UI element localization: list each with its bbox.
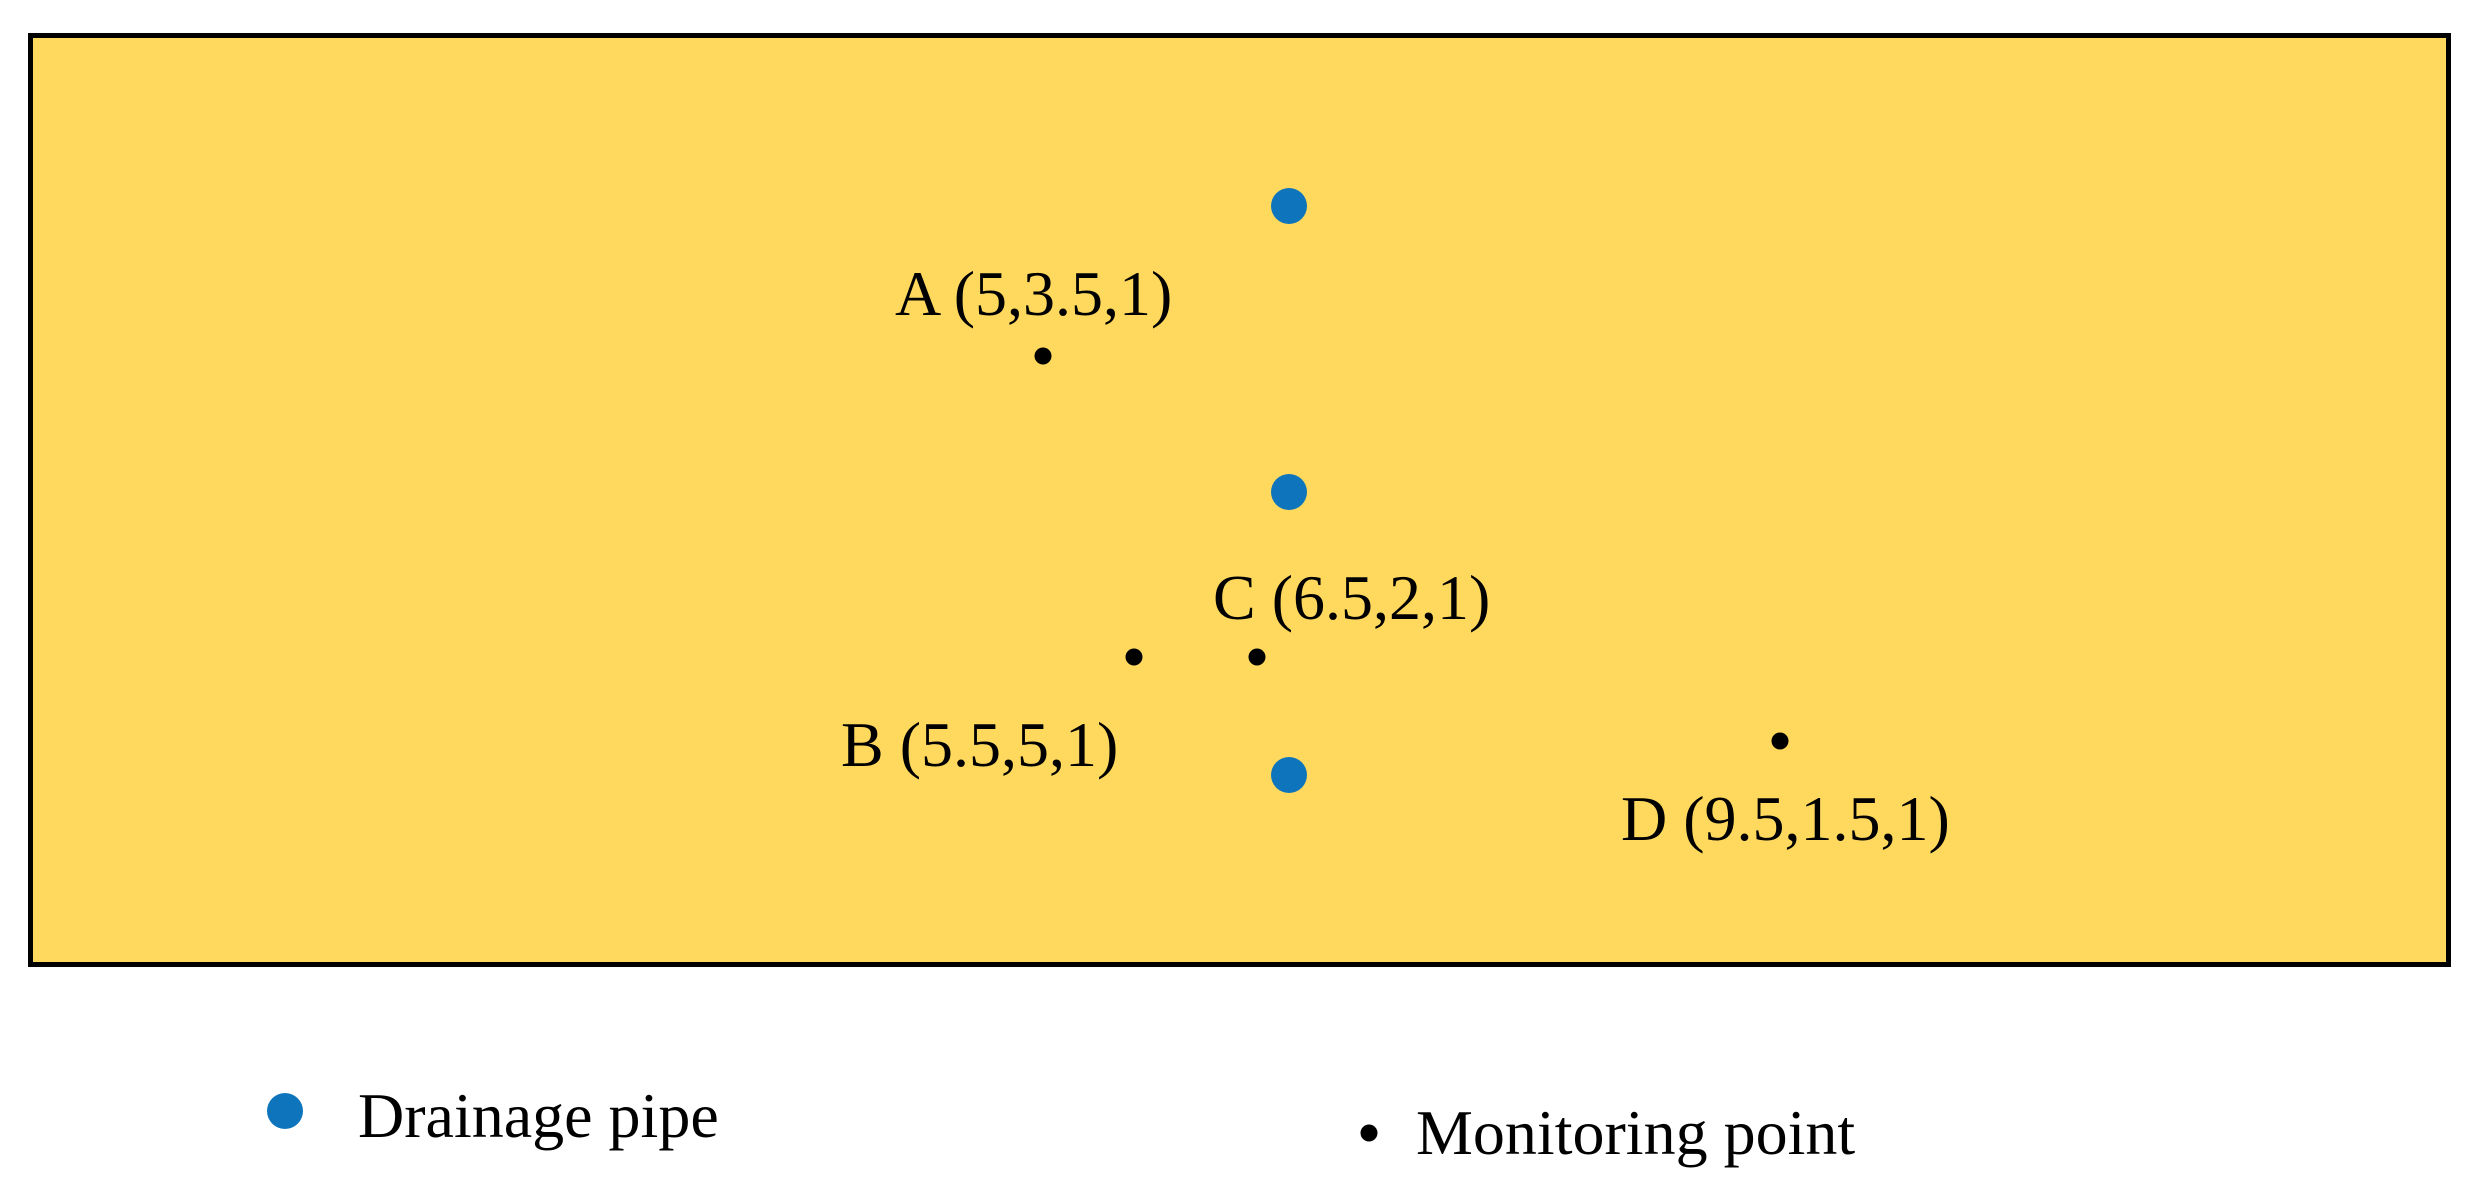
monitoring-point-b-label: B (5.5,5,1) bbox=[841, 709, 1119, 780]
monitoring-point-d-label: D (9.5,1.5,1) bbox=[1621, 783, 1950, 854]
monitoring-point-a-label: A (5,3.5,1) bbox=[895, 258, 1173, 329]
monitoring-point-c bbox=[1248, 648, 1266, 666]
legend-drainage-pipe-label: Drainage pipe bbox=[358, 1080, 719, 1151]
legend-monitoring-point-label: Monitoring point bbox=[1416, 1097, 1856, 1168]
legend-monitoring-point-symbol bbox=[1360, 1124, 1378, 1142]
monitoring-point-a bbox=[1034, 347, 1052, 365]
drainage-pipe-bottom bbox=[1271, 757, 1307, 793]
drainage-pipe-top bbox=[1271, 188, 1307, 224]
monitoring-point-b bbox=[1125, 648, 1143, 666]
soil-domain: A (5,3.5,1) B (5.5,5,1) C (6.5,2,1) D (9… bbox=[28, 33, 2451, 967]
drainage-pipe-middle bbox=[1271, 474, 1307, 510]
legend-drainage-pipe-symbol bbox=[267, 1093, 303, 1129]
monitoring-point-c-label: C (6.5,2,1) bbox=[1213, 562, 1491, 633]
monitoring-point-d bbox=[1771, 732, 1789, 750]
